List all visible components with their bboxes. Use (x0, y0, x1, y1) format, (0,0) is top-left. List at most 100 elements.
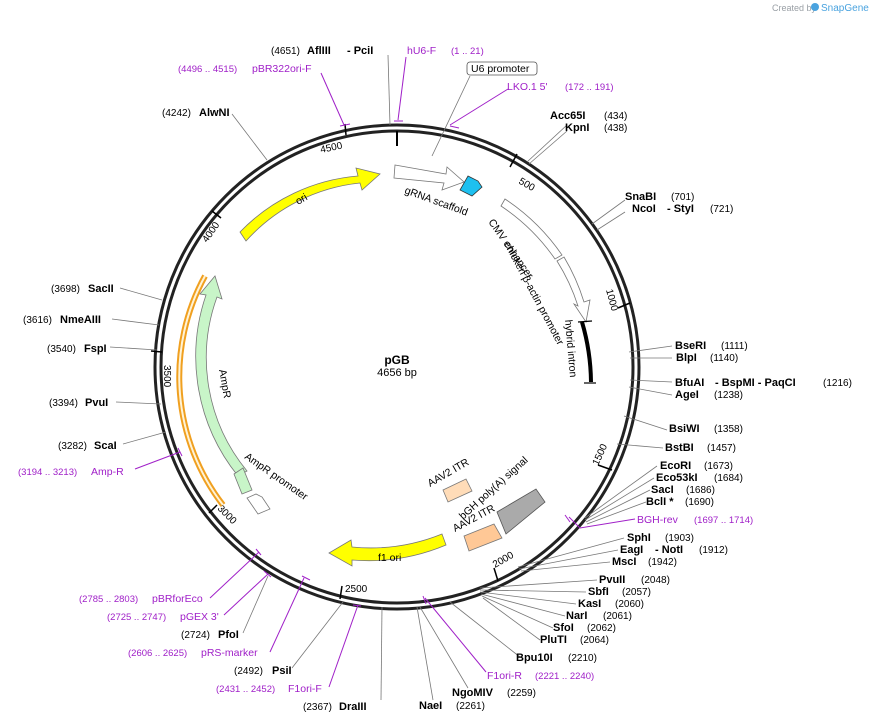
site-pos-bseRI: (1111) (721, 341, 748, 352)
site-labels: (4651) AflIII - PciI (4242) AlwNI Acc65I… (23, 45, 852, 713)
primer-name-f1ori-r: F1ori-R (487, 670, 522, 682)
u6-promoter-feature (393, 164, 465, 191)
leader-mscI (520, 561, 611, 572)
leader-prs-marker (269, 577, 305, 653)
snapgene-logo-icon (811, 3, 819, 11)
site-pos-ncoI: (721) (710, 204, 733, 215)
site-pos-ageI: (1238) (714, 390, 743, 401)
site-name-pvuII: PvuII (599, 574, 625, 586)
leader-f1ori-f (328, 604, 359, 688)
tick-3000 (208, 504, 218, 514)
site-name-nmeAIII: NmeAIII (60, 314, 101, 326)
u6-promoter-label: U6 promoter (471, 63, 530, 75)
primer-range-prs-marker: (2606 .. 2625) (128, 648, 187, 659)
site-name-sacII: SacII (88, 283, 114, 295)
leader-kpnI (528, 130, 568, 165)
primer-name-f1ori-f: F1ori-F (288, 683, 322, 695)
site-pos-fspI: (3540) (47, 344, 76, 355)
site-pos-psiI: (2492) (234, 666, 263, 677)
site-name-bclI: BclI * (646, 496, 674, 508)
site-pos-kasI: (2060) (615, 599, 644, 610)
ampr-label: AmpR (216, 368, 233, 399)
tick-label-2000: 2000 (491, 550, 516, 571)
leader-aflIII (387, 54, 391, 126)
primer-mark-pgex3 (263, 570, 272, 578)
leader-bsiWI (623, 415, 668, 431)
site-name-bstBI: BstBI (665, 442, 694, 454)
leader-kasI (479, 591, 577, 605)
ori-label: ori (294, 191, 310, 207)
site-pos-sacII: (3698) (51, 284, 80, 295)
leader-alwNI (231, 113, 268, 161)
site-name-bsiWI: BsiWI (669, 423, 700, 435)
primer-mark-f1ori-f (352, 604, 362, 607)
leader-acc65I (526, 124, 568, 163)
site-pos-eco53kI: (1684) (714, 473, 743, 484)
leader-nmeAIII (111, 318, 160, 326)
primer-mark-f1ori-r (422, 595, 427, 605)
site-name-sfoI: SfoI (553, 622, 574, 634)
site-pos-sfoI: (2062) (587, 623, 616, 634)
site-name-scaI: ScaI (94, 440, 117, 452)
tick-4500 (344, 123, 347, 136)
tick-2000 (493, 567, 499, 582)
site-pos-bpu10I: (2210) (568, 653, 597, 664)
site-pos-snaBI: (701) (671, 192, 694, 203)
grna-scaffold-feature (459, 175, 483, 197)
site-name-sacI: SacI (651, 484, 674, 496)
primer-name-pgex3: pGEX 3' (180, 611, 219, 623)
site-name-kpnI: KpnI (565, 122, 589, 134)
leader-f1ori-r (424, 597, 487, 673)
leader-scaI (122, 431, 167, 445)
site-pos-draIII: (2367) (303, 702, 332, 713)
aav2-itr-bottom-feature (463, 523, 503, 552)
aav2-itr-top-feature (442, 478, 473, 503)
leader-pbrforeco (209, 551, 260, 599)
site-name-naeI: NaeI (419, 700, 442, 712)
site-name-ngoMIV: NgoMIV (452, 687, 494, 699)
primer-mark-amp-r (177, 447, 183, 457)
leader-lko1 (449, 88, 509, 126)
hybrid-intron-cap-top (577, 320, 593, 323)
snapgene-branding: Created by SnapGene (772, 3, 869, 14)
site-name-ageI: AgeI (675, 389, 699, 401)
site-name-psiI: PsiI (272, 665, 292, 677)
leader-bfuAI (629, 379, 673, 383)
site-extra-bspMI-paqCI: - BspMI - PaqCI (715, 377, 796, 389)
leader-sacI (585, 489, 651, 523)
leader-sfoI (481, 595, 554, 629)
leader-sphI (517, 537, 625, 568)
primer-range-hu6-f: (1 .. 21) (451, 46, 484, 57)
site-pos-eagI: (1912) (699, 545, 728, 556)
site-pos-scaI: (3282) (58, 441, 87, 452)
site-name-alwNI: AlwNI (199, 107, 230, 119)
primer-range-f1ori-r: (2221 .. 2240) (535, 671, 594, 682)
leader-eco53kI (584, 477, 655, 521)
site-pos-bstBI: (1457) (707, 443, 736, 454)
cmv-enhancer-feature (500, 198, 563, 260)
ampr-promoter-arrow (246, 493, 271, 515)
ampr-feature (195, 275, 248, 477)
site-pos-alwNI: (4242) (162, 108, 191, 119)
site-pos-pluTI: (2064) (580, 635, 609, 646)
site-pos-pfoI: (2724) (181, 630, 210, 641)
leader-pgex3 (223, 573, 269, 616)
leader-bclI (586, 501, 647, 525)
site-name-fspI: FspI (84, 343, 107, 355)
site-pos-pvuI: (3394) (49, 398, 78, 409)
tick-500 (509, 153, 518, 168)
site-name-mscI: MscI (612, 556, 636, 568)
site-pos-ngoMIV: (2259) (507, 688, 536, 699)
u6-promoter-callout: U6 promoter (431, 61, 538, 157)
hybrid-intron-feature (580, 321, 593, 383)
chicken-beta-actin-promoter-feature (556, 256, 591, 324)
tick-1500 (597, 464, 613, 471)
site-pos-sacI: (1686) (686, 485, 715, 496)
tick-4000 (211, 210, 222, 219)
leader-ncoI (596, 211, 626, 231)
u6-promoter-leader (431, 75, 471, 157)
tick-label-1500: 1500 (591, 442, 611, 467)
site-leaders (109, 54, 673, 701)
primer-range-amp-r: (3194 .. 3213) (18, 467, 77, 478)
